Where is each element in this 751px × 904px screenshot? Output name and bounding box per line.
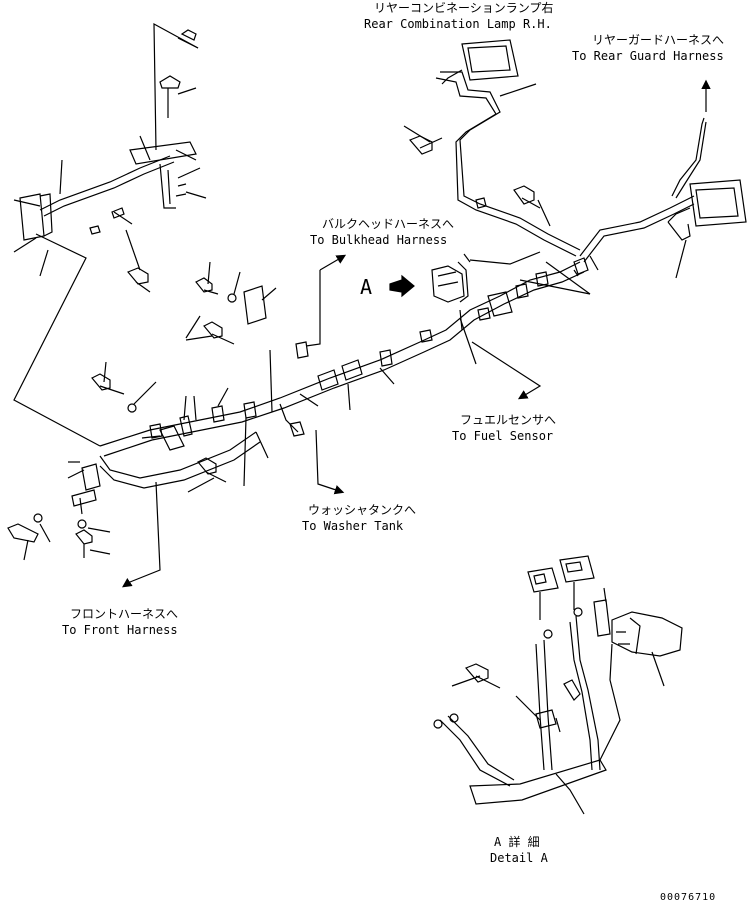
drawing-number: 00076710 bbox=[660, 892, 716, 903]
rear-guard-label-jp: リヤーガードハーネスへ bbox=[592, 33, 724, 47]
main-harness bbox=[7, 254, 585, 588]
fuel-sensor-label-en: To Fuel Sensor bbox=[452, 429, 553, 443]
detail-a-label-en: Detail A bbox=[490, 851, 549, 865]
detail-a-view bbox=[433, 555, 683, 815]
rear-lamp-label-jp: リヤーコンビネーションランプ右 bbox=[374, 0, 553, 15]
bulkhead-label-en: To Bulkhead Harness bbox=[310, 233, 447, 247]
rear-lamp-label-en: Rear Combination Lamp R.H. bbox=[364, 17, 552, 31]
rear-guard-label-en: To Rear Guard Harness bbox=[572, 49, 724, 63]
detail-a-label-jp: A 詳 細 bbox=[494, 834, 540, 849]
sensor-a-assembly bbox=[431, 251, 591, 331]
front-harness-label-en: To Front Harness bbox=[62, 623, 178, 637]
fuel-sensor-label-jp: フュエルセンサへ bbox=[460, 413, 556, 427]
center-bolt-group bbox=[91, 229, 277, 413]
upper-left-bracket-assembly bbox=[13, 22, 207, 447]
rear-combination-lamp-rh bbox=[403, 39, 581, 257]
washer-tank-label-jp: ウォッシャタンクへ bbox=[308, 503, 416, 517]
washer-tank-label-en: To Washer Tank bbox=[302, 519, 404, 533]
callout-labels: リヤーコンビネーションランプ右 Rear Combination Lamp R.… bbox=[62, 0, 724, 903]
view-a-marker: A bbox=[360, 275, 372, 299]
rear-guard-lamp bbox=[573, 79, 747, 279]
bulkhead-label-jp: バルクヘッドハーネスへ bbox=[322, 217, 454, 231]
front-harness-label-jp: フロントハーネスへ bbox=[70, 607, 178, 621]
